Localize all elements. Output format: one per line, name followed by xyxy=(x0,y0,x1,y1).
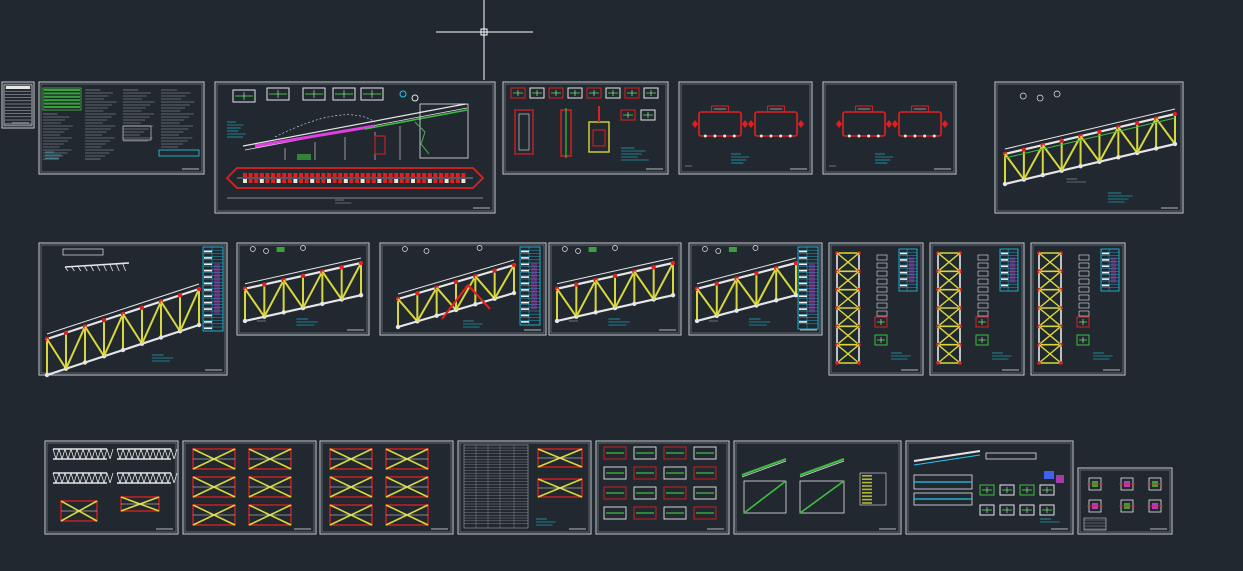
sheet-truss-elevation-2[interactable] xyxy=(38,242,228,378)
crosshair-cursor xyxy=(436,0,533,80)
sheet-bracing-plan-3[interactable] xyxy=(319,440,454,535)
sheet-general-notes[interactable] xyxy=(38,81,205,175)
sheet-conveyor-layout[interactable] xyxy=(214,81,496,214)
sheet-truss-elevation-1[interactable] xyxy=(994,81,1184,214)
sheet-walkway-details[interactable] xyxy=(905,440,1074,535)
sheet-truss-elevation-4[interactable] xyxy=(379,242,547,336)
sheet-vertical-bracing-1[interactable] xyxy=(828,242,924,376)
sheet-truss-elevation-3[interactable] xyxy=(236,242,370,336)
sheet-connection-details[interactable] xyxy=(595,440,730,535)
sheet-truss-elevation-6[interactable] xyxy=(688,242,823,336)
sheet-bracing-plan-1[interactable] xyxy=(44,440,179,535)
sheet-node-details[interactable] xyxy=(1077,467,1173,535)
sheet-column-details[interactable] xyxy=(502,81,669,175)
sheet-bracing-plan-2[interactable] xyxy=(182,440,317,535)
sheet-stair-details[interactable] xyxy=(733,440,902,535)
sheet-bent-frame-b[interactable] xyxy=(822,81,957,175)
sheet-vertical-bracing-2[interactable] xyxy=(929,242,1025,376)
sheet-vertical-bracing-3[interactable] xyxy=(1030,242,1126,376)
sheet-truss-elevation-5[interactable] xyxy=(548,242,682,336)
sheet-material-list[interactable] xyxy=(457,440,592,535)
sheet-title-block[interactable] xyxy=(1,81,35,129)
sheet-bent-frame-a[interactable] xyxy=(678,81,813,175)
sheets-layer xyxy=(1,81,1184,535)
